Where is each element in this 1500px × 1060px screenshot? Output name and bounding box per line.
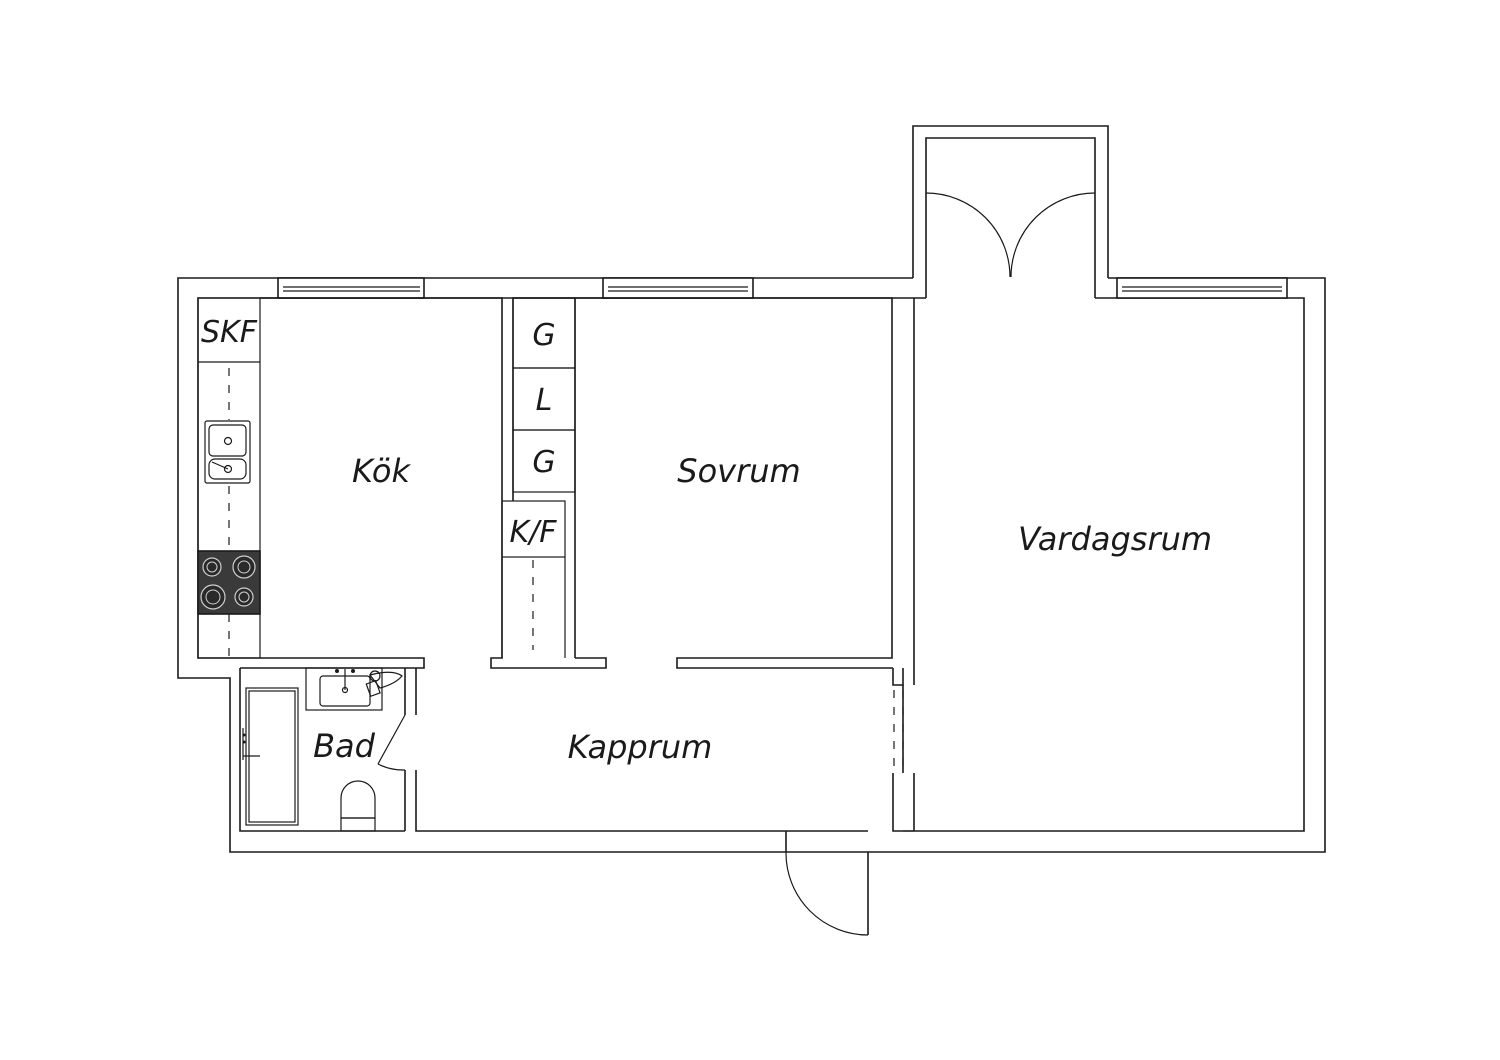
closet-label-g1: G — [532, 318, 555, 353]
fixture-label-kf: K/F — [509, 515, 557, 550]
room-label-sovrum: Sovrum — [677, 452, 800, 490]
closet-label-g2: G — [532, 445, 555, 480]
kitchen-counter — [197, 297, 261, 659]
interior-walls — [239, 297, 915, 832]
washbasin-icon — [305, 667, 403, 711]
window-icon — [602, 277, 754, 299]
room-label-kok: Kök — [352, 452, 411, 490]
closet-label-l: L — [536, 383, 553, 418]
entrance-door-icon — [785, 831, 869, 936]
outer-wall — [177, 277, 1326, 853]
window-icon — [277, 277, 425, 299]
stove-hob-icon — [197, 550, 261, 615]
room-label-bad: Bad — [313, 727, 376, 765]
sink-icon — [204, 420, 251, 484]
toilet-icon — [340, 780, 376, 832]
bathtub-icon — [242, 687, 299, 826]
fixture-label-skf: SKF — [201, 315, 258, 350]
window-icon — [1116, 277, 1288, 299]
room-label-kapprum: Kapprum — [568, 728, 713, 766]
balcony — [912, 125, 1109, 298]
bathroom-door-icon — [377, 714, 406, 771]
room-label-vardagsrum: Vardagsrum — [1018, 520, 1212, 558]
balcony-double-door-icon — [925, 192, 1096, 278]
